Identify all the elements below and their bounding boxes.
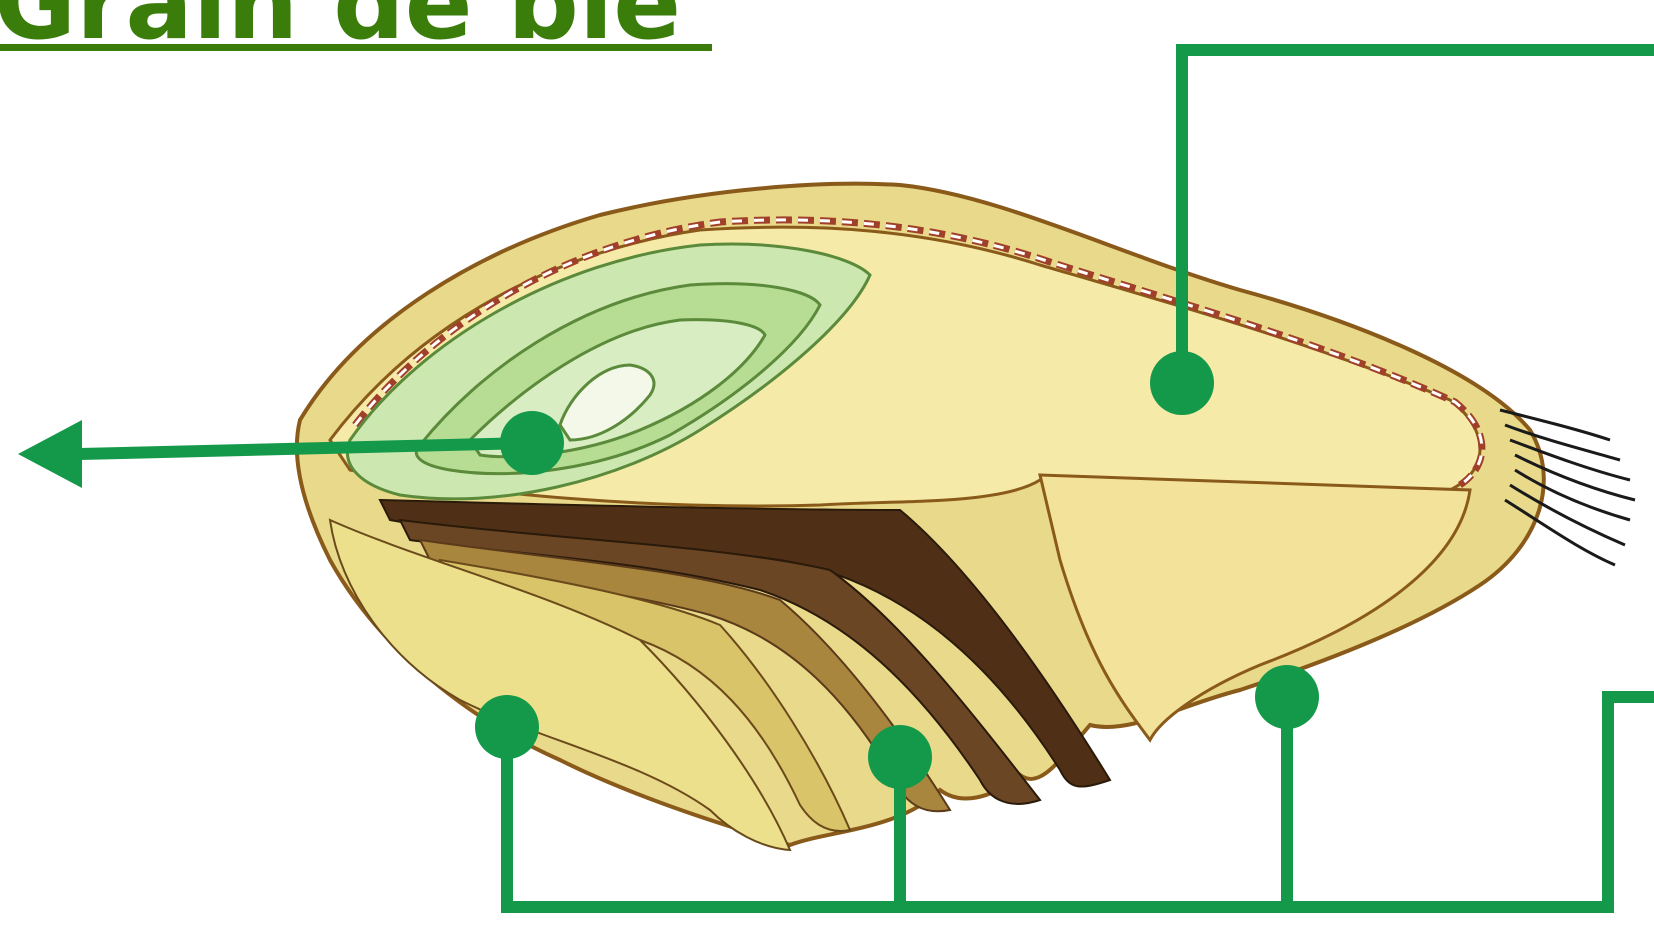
pointer-dot-husk bbox=[475, 695, 539, 759]
pointer-dot-glume bbox=[868, 725, 932, 789]
pointer-dot-endosperm bbox=[1150, 351, 1214, 415]
arrowhead-left-icon bbox=[18, 420, 82, 488]
pointer-dot-lower bbox=[1255, 665, 1319, 729]
pointer-dot-embryo bbox=[500, 411, 564, 475]
